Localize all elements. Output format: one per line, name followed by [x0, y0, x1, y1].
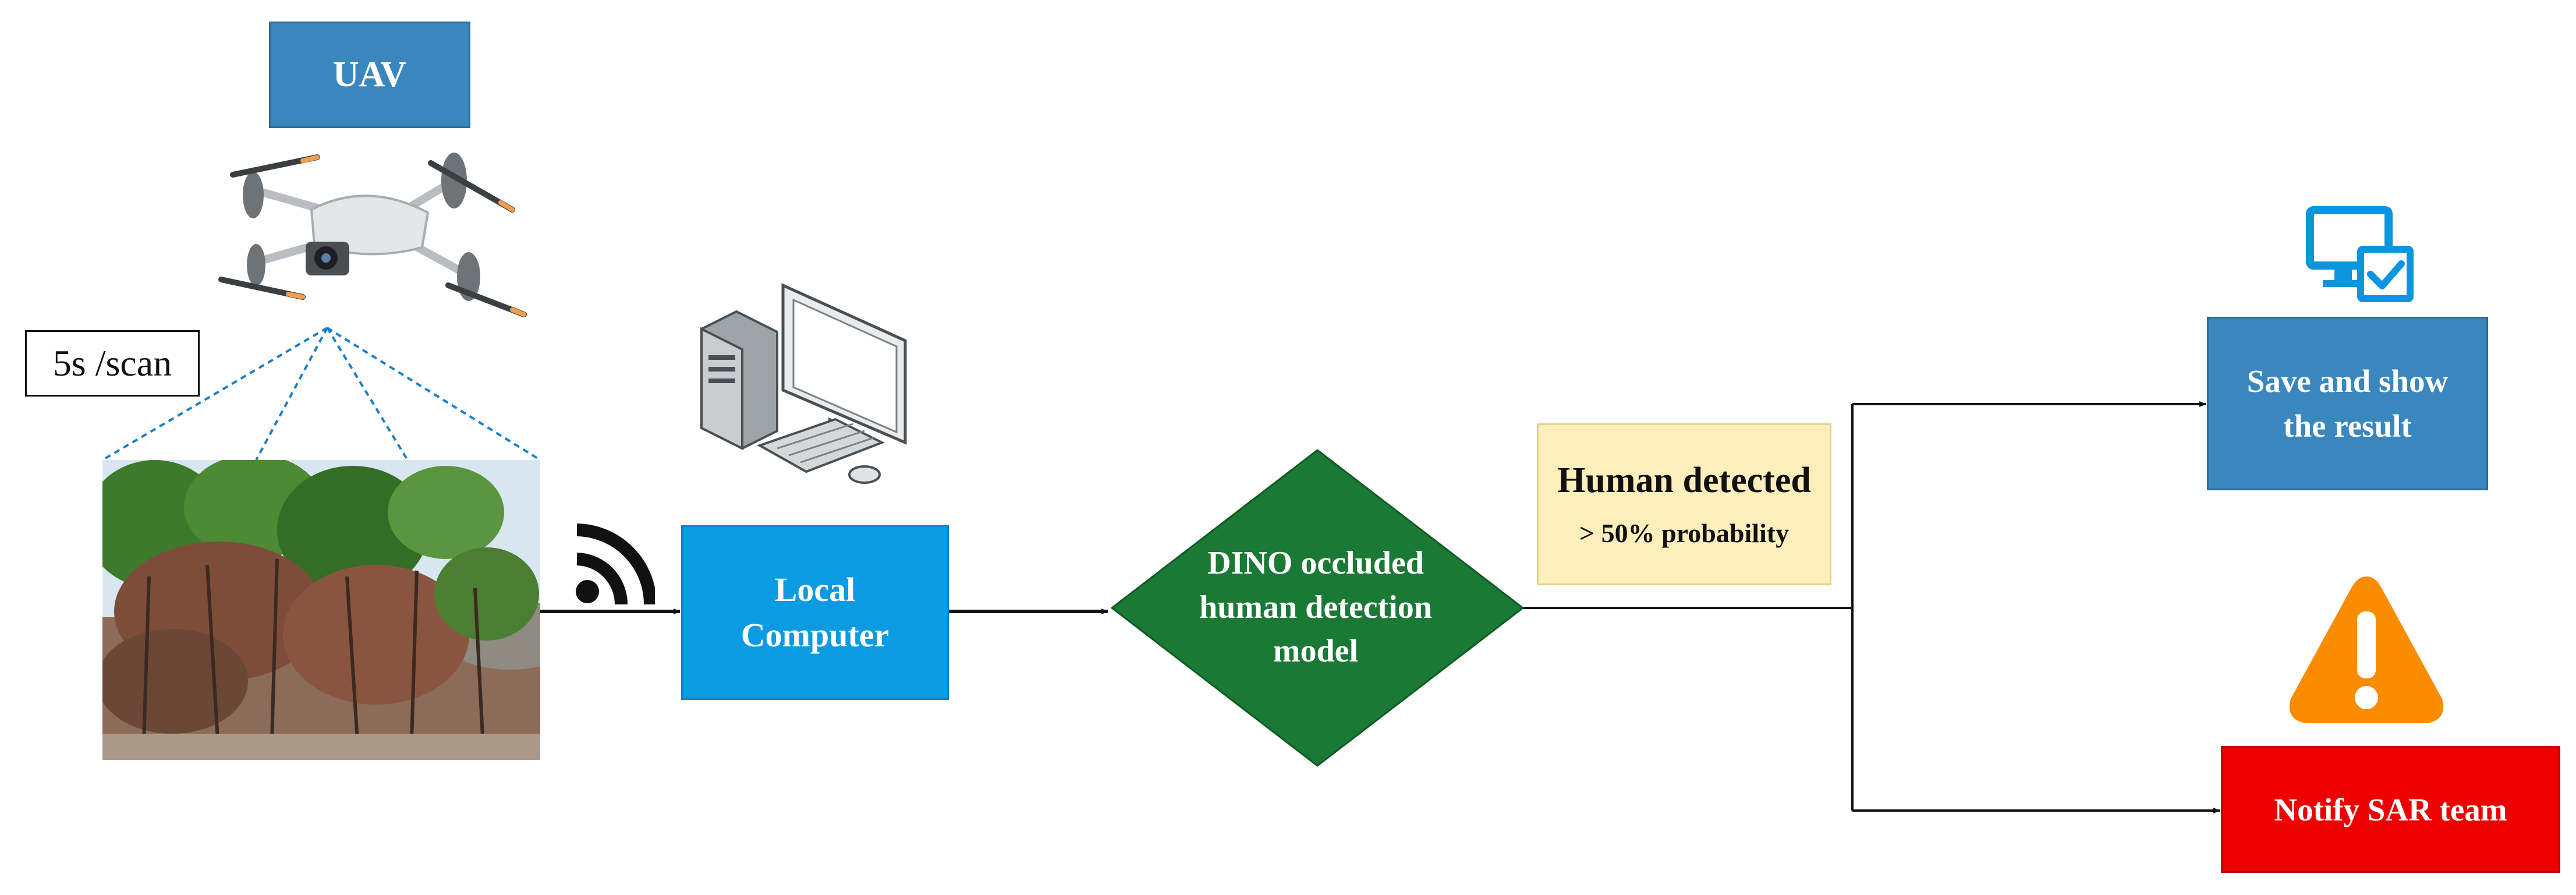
warning-icon [2289, 576, 2444, 723]
probability-condition: > 50% probability [1579, 518, 1790, 548]
uav-box: UAV [269, 22, 470, 128]
uav-label: UAV [332, 55, 407, 94]
dino-line-1: DINO occluded [1207, 545, 1424, 581]
scan-rate-label: 5s /scan [52, 342, 172, 384]
save-result-line-1: Save and show [2247, 363, 2449, 399]
dino-line-3: model [1273, 633, 1359, 670]
human-detected-title: Human detected [1557, 461, 1811, 500]
notify-sar-box: Notify SAR team [2221, 746, 2560, 873]
camera-view-lines [101, 327, 541, 461]
desktop-computer-icon [700, 283, 907, 484]
monitor-check-icon [2306, 206, 2414, 302]
wireless-signal-icon [576, 523, 655, 605]
drone-icon [218, 153, 527, 317]
local-computer-line-2: Computer [740, 616, 890, 654]
dino-model-label: DINO occluded human detection model [1153, 542, 1479, 674]
save-result-box: Save and show the result [2207, 317, 2488, 490]
save-result-line-2: the result [2283, 408, 2412, 444]
dino-model-diamond [1110, 449, 1525, 767]
notify-sar-label: Notify SAR team [2274, 791, 2507, 827]
local-computer-line-1: Local [774, 570, 856, 609]
local-computer-box: Local Computer [681, 525, 949, 700]
scan-rate-box: 5s /scan [25, 330, 200, 397]
forest-photo [102, 460, 540, 760]
human-detected-box: Human detected > 50% probability [1537, 423, 1831, 585]
dino-line-2: human detection [1199, 589, 1432, 625]
